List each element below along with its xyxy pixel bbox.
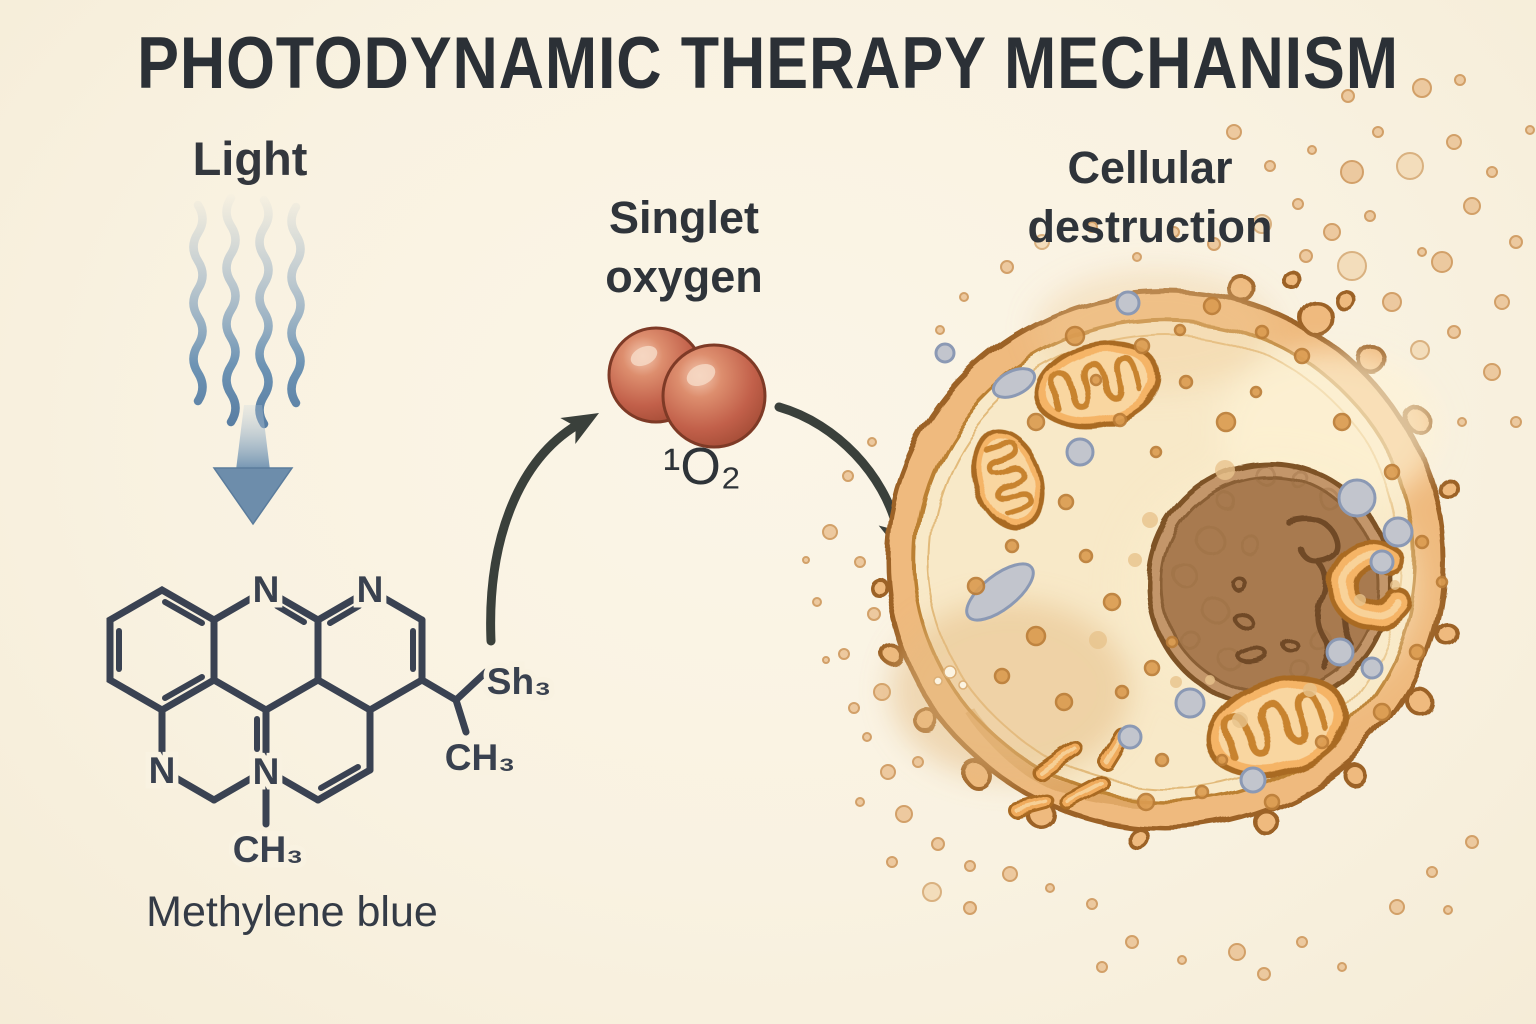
atom-label-n-top-left: N [253,569,280,610]
mitochondrion-left [971,429,1045,531]
atom-label-n-top-right: N [357,569,384,610]
vesicles-gray [934,290,1414,794]
singlet-oxygen-line2: oxygen [605,251,763,303]
light-arrow [212,405,294,526]
singlet-oxygen-label: Singlet oxygen [554,188,814,307]
cellular-destruction-line1: Cellular [1067,142,1233,193]
singlet-oxygen-line1: Singlet [608,192,759,243]
singlet-oxygen-formula: ¹O₂ [663,438,741,496]
oxygen-molecule [607,326,767,449]
methylene-blue-label: Methylene blue [146,888,438,936]
ch3-bottom-label: CH₃ [233,829,304,870]
debris-field [802,74,1535,981]
vesicles-tan [1089,460,1400,728]
excitation-arrow [486,400,607,646]
atom-label-n-bottom-center: N [253,751,280,792]
cellular-destruction-label: Cellular destruction [970,138,1330,257]
sh3-label: Sh₃ [487,661,551,702]
c-shaped-organelle [1327,540,1413,631]
atom-label-n-bottom-left: N [149,750,176,791]
mitochondrion-bottom-right [1206,675,1350,779]
cellular-destruction-line2: destruction [1027,201,1273,253]
ch3-side-label: CH₃ [445,737,516,778]
oxygen-sphere-front [661,343,767,449]
molecule-atom-labels: N N N N Sh₃ CH₃ CH₃ [143,564,557,876]
page-title: PHOTODYNAMIC THERAPY MECHANISM [137,23,1399,104]
molecule-bonds [106,585,490,828]
light-waves [189,193,305,429]
vesicles-orange [966,296,1449,812]
debris-light [922,152,1430,902]
vesicles-white [933,665,968,690]
cell-illustration [802,74,1535,981]
molecule-structure: N N N N Sh₃ CH₃ CH₃ [106,564,557,876]
light-label: Light [192,132,308,185]
